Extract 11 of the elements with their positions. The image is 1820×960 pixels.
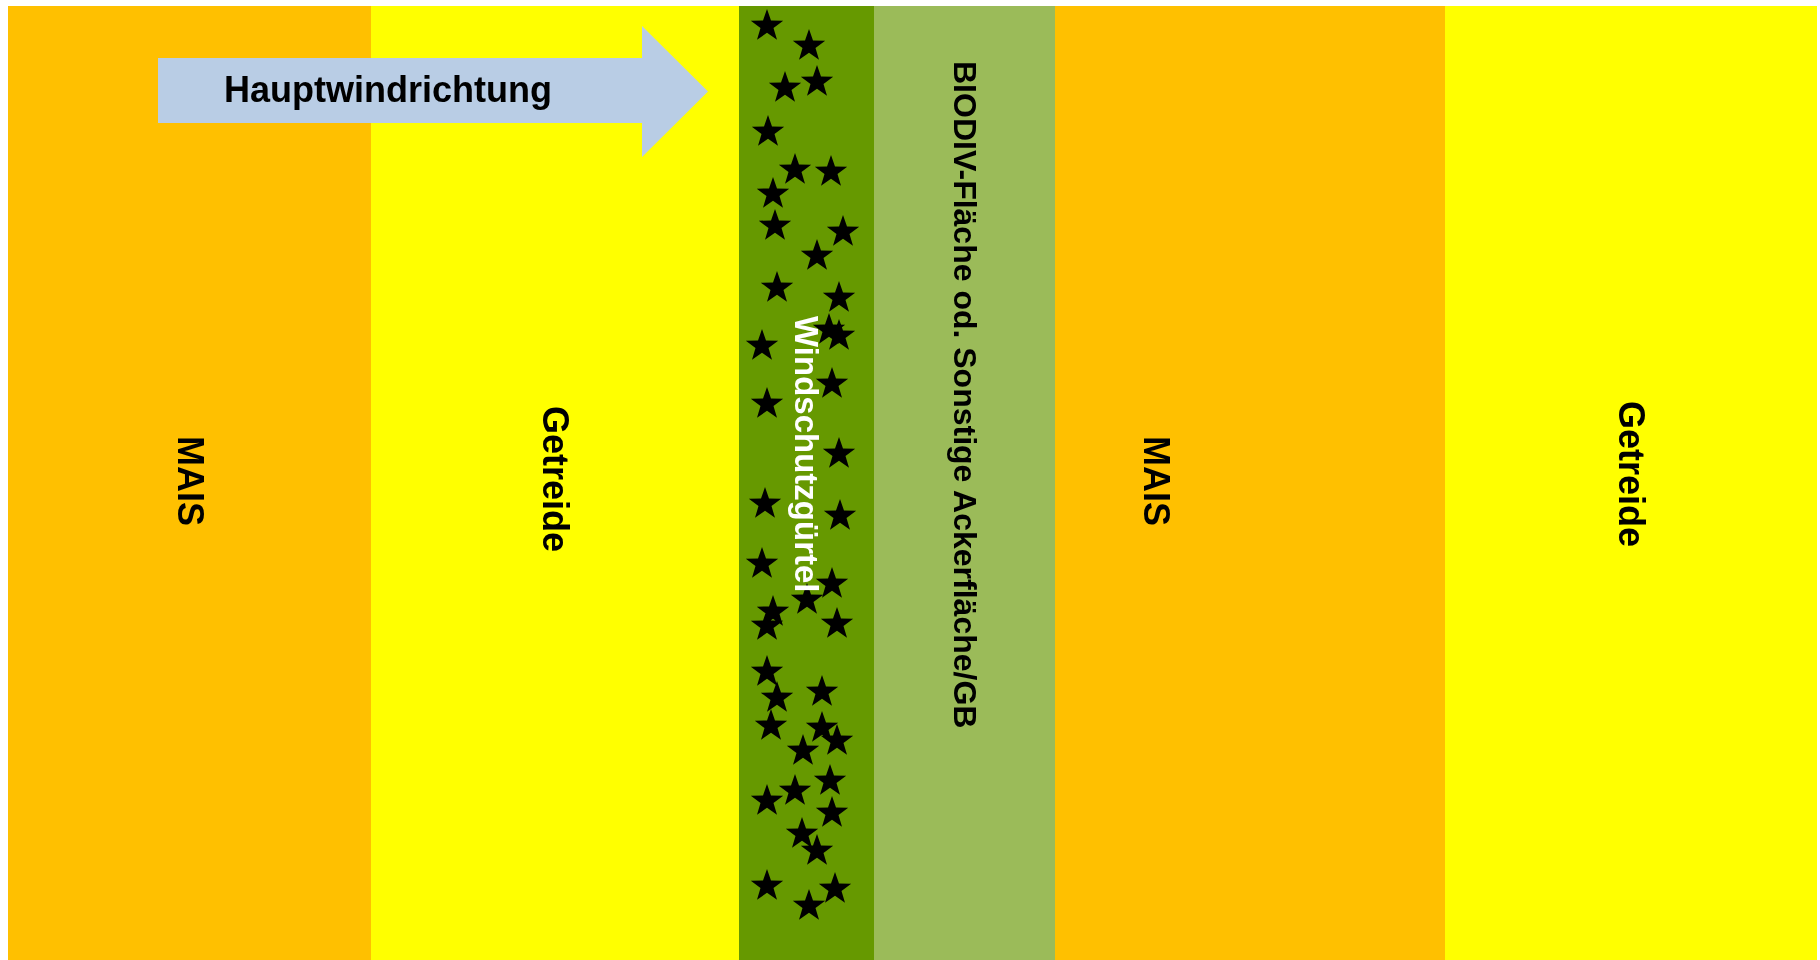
strip-label: Getreide [537, 406, 573, 553]
strip-label: Getreide [1613, 401, 1649, 548]
field-strip [1445, 6, 1817, 960]
field-strip [874, 6, 1055, 960]
strip-label: Windschutzgürtel [790, 316, 823, 593]
strip-label: BIODIV-Fläche od. Sonstige Ackerfläche/GB [948, 61, 981, 729]
strip-label: MAIS [171, 436, 208, 526]
field-strip [739, 6, 874, 960]
strip-label: MAIS [1138, 436, 1175, 526]
arrow-label: Hauptwindrichtung [224, 72, 552, 108]
field-strip [1055, 6, 1445, 960]
